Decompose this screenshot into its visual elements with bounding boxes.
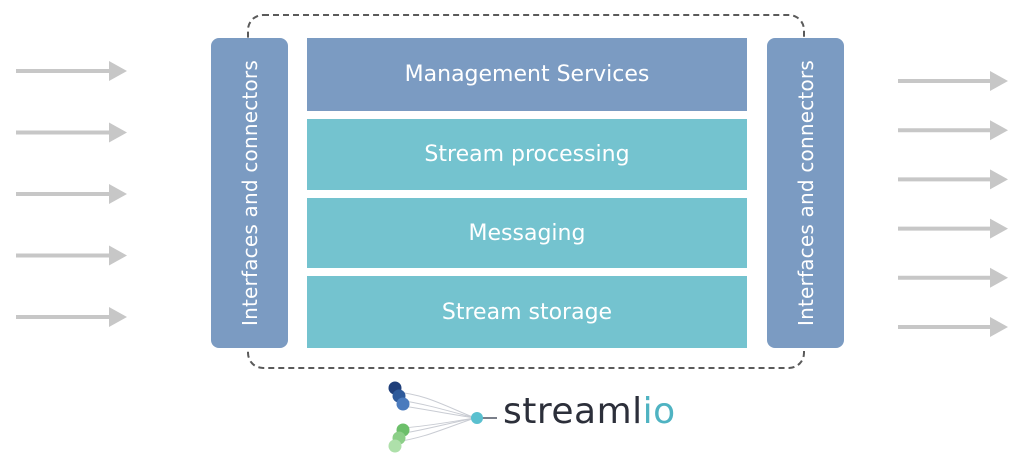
output-arrow-5 [898,267,1008,288]
output-arrow-1 [898,71,1008,91]
messaging-label: Messaging [468,220,586,246]
wordmark-main: streaml [503,391,643,432]
streamlio-logo-mark [388,381,497,453]
messaging-layer: Messaging [307,198,747,268]
wordmark-accent: io [642,391,676,432]
input-arrow-4 [16,245,127,266]
streamlio-wordmark: streamlio [503,391,676,432]
left-interfaces-panel: Interfaces and connectors [211,38,288,348]
management-services-label: Management Services [404,62,650,87]
streamlio-logo: streamlio [385,376,675,460]
input-arrow-2 [16,122,127,143]
left-interfaces-label: Interfaces and connectors [237,60,262,326]
stream-processing-label: Stream processing [424,142,630,167]
stream-storage-label: Stream storage [441,299,613,325]
output-arrow-2 [898,120,1008,141]
right-interfaces-label: Interfaces and connectors [793,60,818,326]
output-arrow-3 [898,169,1008,190]
input-arrow-1 [16,61,127,81]
input-arrows [16,61,127,327]
output-arrow-6 [898,317,1008,337]
right-interfaces-panel: Interfaces and connectors [767,38,844,348]
management-services-layer: Management Services [307,38,747,111]
stream-processing-layer: Stream processing [307,119,747,190]
input-arrow-3 [16,184,127,204]
output-arrow-4 [898,218,1008,239]
stream-storage-layer: Stream storage [307,276,747,348]
input-arrow-5 [16,307,127,327]
